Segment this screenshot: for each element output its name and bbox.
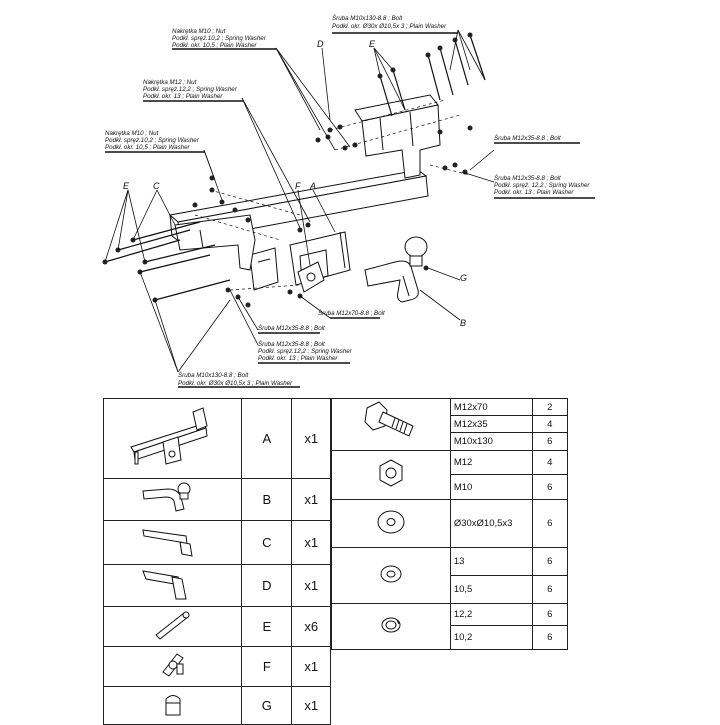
- spring-washer-qty: 6: [531, 625, 569, 650]
- letter-e-top: E: [369, 39, 376, 49]
- label-bolt-m12x35-bottom: Śruba M12x35-8.8 ; Bolt: [258, 325, 325, 332]
- nut-icon: [379, 458, 403, 487]
- hardware-row: 10,5 6: [332, 575, 569, 604]
- washer-size: 10,5: [449, 575, 533, 604]
- hardware-table: M12x70 2 M12x35 4 M10x130 6 M12 4 M10 6: [331, 398, 569, 650]
- letter-f: F: [295, 181, 301, 191]
- part-qty: x1: [291, 564, 331, 607]
- nut-size: M12: [449, 450, 533, 475]
- hardware-row: 10,2 6: [332, 625, 569, 650]
- ball-cap-icon: [165, 695, 181, 716]
- parts-table: A x1 B x1 C x1: [102, 398, 331, 725]
- washer-size: Ø30xØ10,5x3: [449, 499, 533, 548]
- part-code: E: [241, 606, 293, 647]
- hardware-row: 13 6: [331, 547, 569, 604]
- washer-qty: 6: [531, 547, 569, 576]
- part-code: D: [241, 564, 293, 607]
- letter-d: D: [317, 39, 324, 49]
- bolt-size: M12x70: [449, 398, 533, 416]
- tube-spacer-icon: [154, 611, 190, 640]
- label-bolt-m12x35-right: Śruba M12x35-8.8 ; Bolt: [494, 135, 561, 142]
- part-row-a: A x1: [102, 398, 331, 479]
- letter-a: A: [309, 181, 316, 191]
- plain-washer-icon: [380, 565, 402, 583]
- bolt-size: M12x35: [449, 415, 533, 433]
- hardware-row: M12 4: [331, 450, 569, 500]
- bracket-c-icon: [142, 529, 193, 557]
- hardware-row: M10 6: [332, 474, 569, 500]
- bolt-qty: 4: [531, 415, 569, 433]
- part-row-f: F x1: [102, 646, 331, 687]
- crossbar-icon: [129, 407, 208, 465]
- letter-b: B: [460, 318, 466, 328]
- part-qty: x1: [291, 520, 331, 565]
- letter-e-left: E: [123, 181, 130, 191]
- part-row-g: G x1: [102, 686, 331, 725]
- part-code: C: [241, 520, 293, 565]
- ball-neck-drawing: [364, 236, 428, 303]
- socket-plate-drawing: [297, 261, 325, 293]
- ball-neck-icon: [142, 482, 191, 512]
- part-row-e: E x6: [102, 606, 331, 647]
- letter-g: G: [460, 273, 467, 283]
- bolt-qty: 2: [531, 398, 569, 416]
- bracket-d-drawing: [354, 94, 441, 179]
- part-code: F: [241, 646, 293, 687]
- part-row-c: C x1: [102, 520, 331, 565]
- nut-qty: 6: [531, 474, 569, 500]
- bracket-d-icon: [141, 570, 187, 600]
- bolt-size: M10x130: [449, 432, 533, 451]
- spring-washer-icon: [381, 617, 401, 633]
- spring-washer-qty: 6: [531, 603, 569, 626]
- part-qty: x6: [291, 606, 331, 647]
- part-code: B: [241, 478, 293, 521]
- label-bolt-m12x70: Śruba M12x70-8.8 ; Bolt: [318, 310, 385, 317]
- part-qty: x1: [291, 398, 331, 479]
- hardware-row: M12x70 2: [331, 398, 569, 451]
- part-row-d: D x1: [102, 564, 331, 607]
- part-qty: x1: [291, 478, 331, 521]
- nut-qty: 4: [531, 450, 569, 475]
- letter-c: C: [153, 181, 160, 191]
- part-code: G: [241, 686, 293, 725]
- nut-size: M10: [449, 474, 533, 500]
- washer-qty: 6: [531, 575, 569, 604]
- bolt-qty: 6: [531, 432, 569, 451]
- hardware-row: M10x130 6: [332, 432, 569, 451]
- bolt-icon: [364, 401, 414, 437]
- part-code: A: [241, 398, 293, 479]
- washer-qty: 6: [531, 499, 569, 548]
- part-qty: x1: [291, 646, 331, 687]
- large-washer-icon: [377, 510, 405, 534]
- hardware-row: 12,2 6: [331, 603, 569, 650]
- hardware-row: Ø30xØ10,5x3 6: [331, 499, 569, 548]
- socket-plate-icon: [161, 653, 184, 677]
- part-qty: x1: [291, 686, 331, 725]
- part-row-b: B x1: [102, 478, 331, 521]
- spring-washer-size: 12,2: [449, 603, 533, 626]
- washer-size: 13: [449, 547, 533, 576]
- spring-washer-size: 10,2: [449, 625, 533, 650]
- bracket-c-drawing: [174, 214, 256, 271]
